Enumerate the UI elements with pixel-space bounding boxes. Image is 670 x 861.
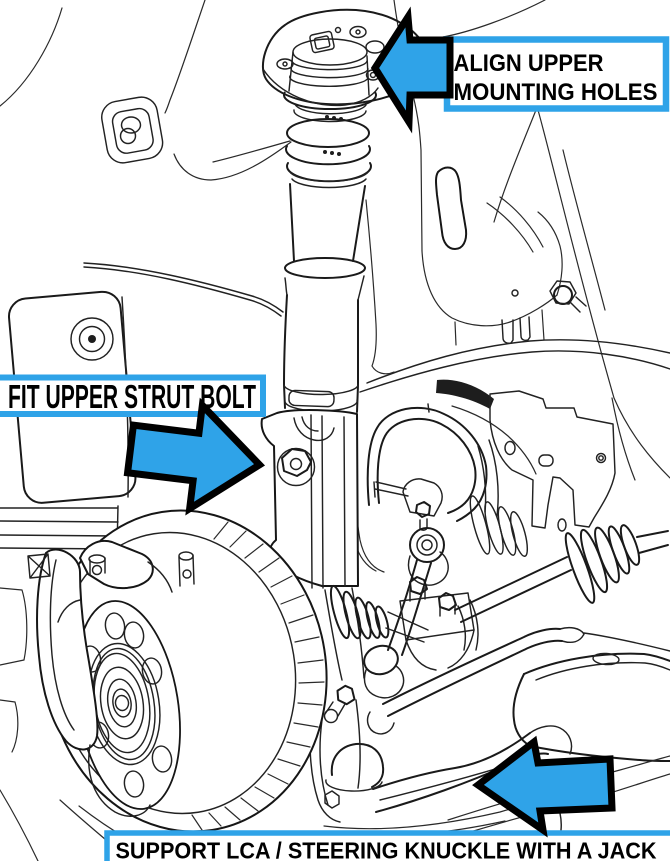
svg-text:MOUNTING HOLES: MOUNTING HOLES bbox=[454, 79, 658, 106]
svg-text:SUPPORT LCA / STEERING KNUCKLE: SUPPORT LCA / STEERING KNUCKLE WITH A JA… bbox=[116, 838, 657, 861]
svg-text:ALIGN UPPER: ALIGN UPPER bbox=[454, 50, 604, 77]
svg-text:FIT UPPER STRUT BOLT: FIT UPPER STRUT BOLT bbox=[8, 378, 256, 415]
